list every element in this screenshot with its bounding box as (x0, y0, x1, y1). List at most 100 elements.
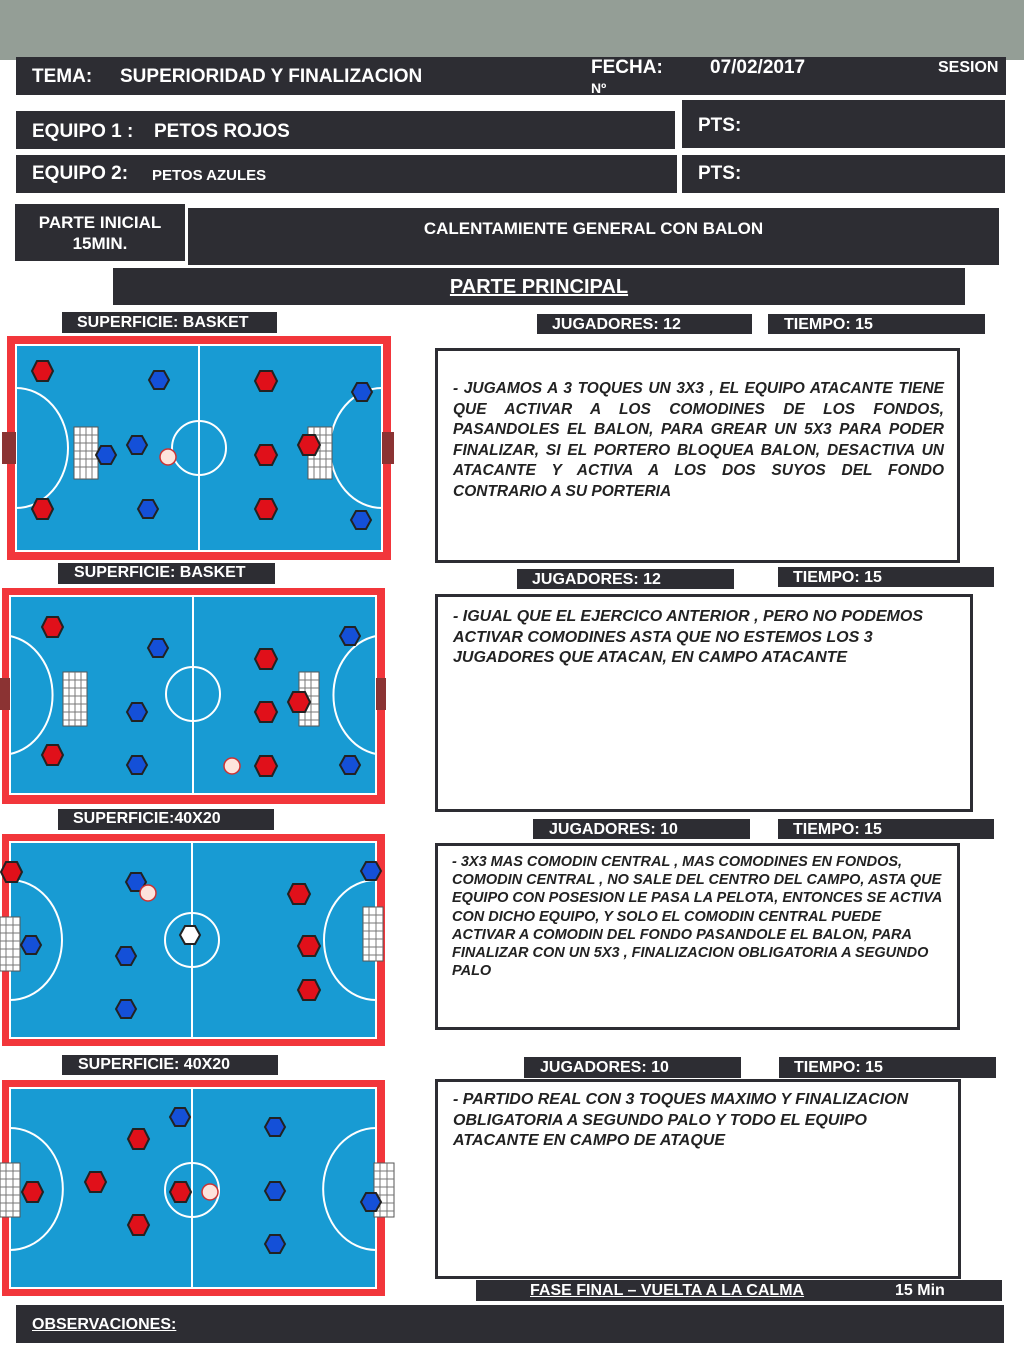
ex3-tiempo-text: TIEMPO: 15 (793, 821, 882, 838)
blue-player-icon (125, 435, 149, 455)
ex4-superficie: SUPERFICIE: 40X20 (62, 1055, 278, 1075)
calentamiento-text: CALENTAMIENTE GENERAL CON BALON (423, 219, 764, 238)
red-player-icon (126, 1214, 151, 1236)
red-player-icon (40, 616, 65, 638)
red-player-icon (253, 498, 279, 520)
blue-player-icon (359, 1192, 383, 1212)
red-player-icon (83, 1171, 108, 1193)
sesion-label: SESION (938, 59, 999, 76)
red-player-icon (296, 935, 322, 957)
goal-left-icon (0, 1162, 21, 1218)
red-player-icon (30, 498, 55, 520)
ex1-tiempo: TIEMPO: 15 (768, 314, 985, 334)
ex2-description-text: - IGUAL QUE EL EJERCICO ANTERIOR , PERO … (453, 608, 923, 666)
parte-inicial-label: PARTE INICIAL 15MIN. (15, 204, 185, 261)
ex4-tiempo: TIEMPO: 15 (779, 1057, 996, 1078)
ex2-description: - IGUAL QUE EL EJERCICO ANTERIOR , PERO … (435, 594, 973, 812)
ex3-superficie: SUPERFICIE:40X20 (58, 809, 274, 830)
observaciones-label: OBSERVACIONES: (32, 1316, 177, 1333)
equipo2-value: PETOS AZULES (152, 167, 267, 184)
pts1-label: PTS: (698, 115, 742, 136)
red-player-icon (168, 1181, 193, 1203)
ex4-description: - PARTIDO REAL CON 3 TOQUES MAXIMO Y FIN… (435, 1079, 961, 1279)
ex2-jugadores-text: JUGADORES: 12 (532, 571, 661, 588)
parte-principal-title: PARTE PRINCIPAL (449, 276, 629, 298)
ex3-jugadores: JUGADORES: 10 (533, 819, 750, 839)
red-player-icon (30, 360, 55, 382)
blue-player-icon (263, 1181, 287, 1201)
court-1 (2, 336, 394, 560)
blue-player-icon (19, 935, 43, 955)
goal-left-icon (0, 916, 21, 972)
top-band (0, 0, 1024, 60)
ex3-superficie-text: SUPERFICIE:40X20 (73, 810, 221, 827)
ex4-description-text: - PARTIDO REAL CON 3 TOQUES MAXIMO Y FIN… (453, 1091, 909, 1149)
ex1-jugadores-text: JUGADORES: 12 (552, 316, 681, 333)
ex1-superficie: SUPERFICIE: BASKET (62, 312, 277, 333)
blue-player-icon (338, 626, 362, 646)
fecha-label: FECHA: (591, 57, 663, 78)
court-2 (0, 588, 386, 804)
blue-player-icon (359, 861, 383, 881)
equipo1-label: EQUIPO 1 : (32, 121, 134, 142)
ex2-superficie-text: SUPERFICIE: BASKET (74, 564, 246, 581)
ex3-tiempo: TIEMPO: 15 (778, 819, 994, 839)
red-player-icon (126, 1128, 151, 1150)
pts2-bar: PTS: (682, 155, 1005, 193)
ex3-jugadores-text: JUGADORES: 10 (549, 821, 678, 838)
tema-value: SUPERIORIDAD Y FINALIZACION (120, 66, 423, 87)
tema-label: TEMA: (32, 66, 93, 87)
red-player-icon (296, 434, 322, 456)
fecha-no: Nº (591, 80, 607, 96)
red-player-icon (286, 883, 312, 905)
tema-bar: TEMA: SUPERIORIDAD Y FINALIZACION FECHA:… (16, 57, 1006, 96)
ex4-tiempo-text: TIEMPO: 15 (794, 1059, 883, 1076)
parte-principal-bar: PARTE PRINCIPAL (113, 268, 965, 305)
ex3-description-text: - 3X3 MAS COMODIN CENTRAL , MAS COMODINE… (452, 854, 942, 980)
red-player-icon (40, 744, 65, 766)
pts1-bar: PTS: (682, 100, 1005, 148)
ball-icon (201, 1183, 219, 1201)
blue-player-icon (168, 1107, 192, 1127)
red-player-icon (253, 444, 279, 466)
fase-final-bar: FASE FINAL – VUELTA A LA CALMA 15 Min (476, 1280, 1002, 1301)
blue-player-icon (263, 1234, 287, 1254)
parte-inicial-line1: PARTE INICIAL (38, 213, 162, 232)
red-player-icon (253, 755, 279, 777)
blue-player-icon (263, 1117, 287, 1137)
ex4-jugadores-text: JUGADORES: 10 (540, 1059, 669, 1076)
ex1-description: - JUGAMOS A 3 TOQUES UN 3X3 , EL EQUIPO … (435, 348, 960, 563)
fecha-value: 07/02/2017 (710, 57, 806, 78)
red-player-icon (253, 648, 279, 670)
goal-left-icon (62, 671, 88, 727)
equipo2-label: EQUIPO 2: (32, 163, 129, 184)
neutral-player-icon (178, 925, 202, 945)
parte-inicial-content: CALENTAMIENTE GENERAL CON BALON (188, 208, 999, 265)
equipo2-bar: EQUIPO 2: PETOS AZULES (16, 155, 677, 193)
ex1-jugadores: JUGADORES: 12 (537, 314, 752, 334)
red-player-icon (296, 979, 322, 1001)
blue-player-icon (350, 382, 374, 402)
blue-player-icon (94, 445, 118, 465)
pts2-label: PTS: (698, 163, 742, 184)
ball-icon (223, 757, 241, 775)
fase-final-time: 15 Min (895, 1282, 945, 1299)
red-player-icon (253, 701, 279, 723)
blue-player-icon (125, 702, 149, 722)
ex3-description: - 3X3 MAS COMODIN CENTRAL , MAS COMODINE… (435, 843, 960, 1030)
red-player-icon (0, 861, 24, 883)
ex4-superficie-text: SUPERFICIE: 40X20 (78, 1056, 231, 1073)
parte-inicial-line2: 15MIN. (72, 234, 128, 253)
ex2-superficie: SUPERFICIE: BASKET (58, 563, 275, 584)
blue-player-icon (114, 946, 138, 966)
ball-icon (159, 448, 177, 466)
blue-player-icon (349, 510, 373, 530)
equipo1-bar: EQUIPO 1 : PETOS ROJOS (16, 111, 675, 149)
court-3 (0, 834, 385, 1046)
fase-final-label: FASE FINAL – VUELTA A LA CALMA (530, 1282, 805, 1299)
ex4-jugadores: JUGADORES: 10 (524, 1057, 741, 1078)
red-player-icon (20, 1181, 45, 1203)
ex2-tiempo: TIEMPO: 15 (778, 567, 994, 587)
court-4 (0, 1080, 395, 1296)
equipo1-value: PETOS ROJOS (154, 121, 290, 142)
